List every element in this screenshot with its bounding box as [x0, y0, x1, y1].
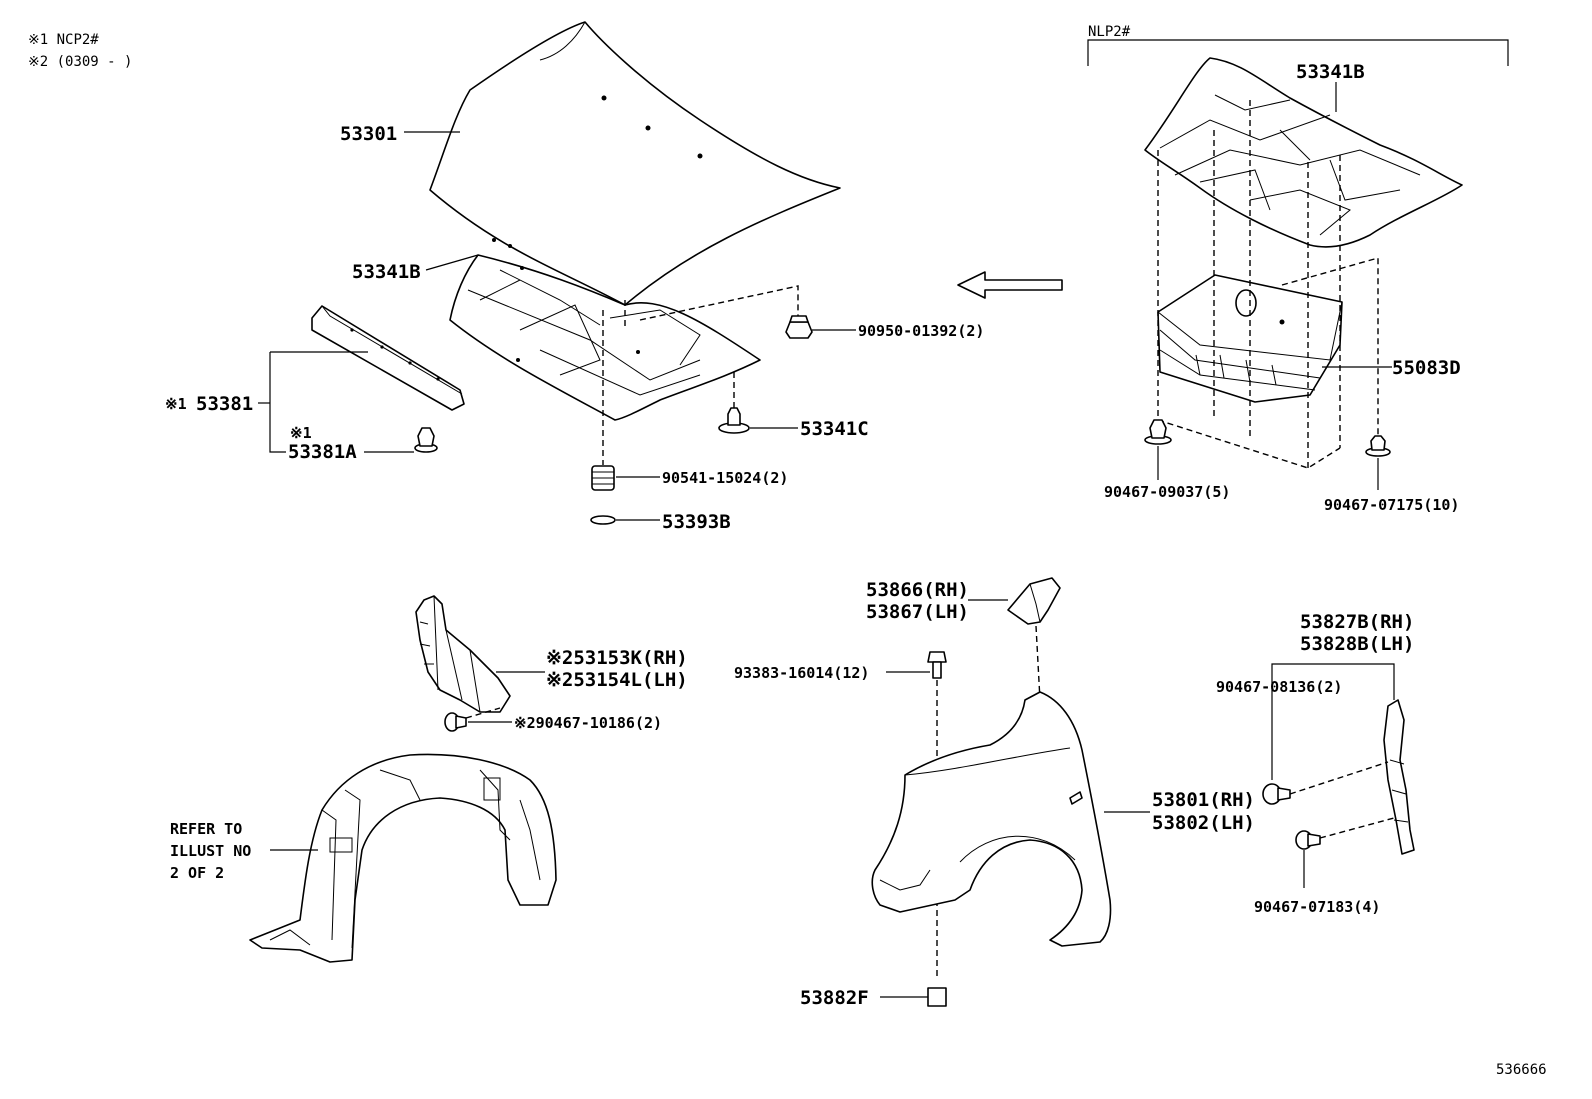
- clip-90467-09037: [1144, 419, 1172, 445]
- clip-53381a: [414, 427, 438, 453]
- label-53381-prefix: ※1: [165, 395, 187, 413]
- label-55083d: 55083D: [1392, 357, 1461, 379]
- clip-53341c: [718, 407, 750, 434]
- fender-seal-53827b: [1383, 699, 1415, 855]
- clip-90467-08136: [1262, 783, 1291, 805]
- engine-insulator-53341b: [1144, 57, 1463, 248]
- fender-protector-53866: [1007, 577, 1061, 625]
- label-90950-01392: 90950-01392(2): [858, 322, 984, 340]
- nut-53882f: [927, 987, 947, 1007]
- label-53866: 53866(RH): [866, 579, 969, 601]
- note-ncp2: ※1 NCP2#: [28, 32, 99, 48]
- fender-liner: [249, 753, 557, 963]
- label-90467-07175: 90467-07175(10): [1324, 496, 1459, 514]
- hood-inner-frame: [449, 254, 761, 421]
- hood-lock-support-53381: [311, 305, 465, 411]
- label-53381a-prefix: ※1: [290, 424, 312, 442]
- engine-under-cover-55083d: [1157, 274, 1343, 403]
- label-53802: 53802(LH): [1152, 812, 1255, 834]
- cushion-90541-15024: [591, 465, 615, 491]
- group-label-nlp2: NLP2#: [1088, 24, 1131, 40]
- diagram-id: 536666: [1496, 1062, 1547, 1078]
- clip-90467-07183: [1295, 830, 1321, 850]
- label-53827b: 53827B(RH): [1300, 611, 1414, 633]
- nut-90950-01392: [785, 315, 813, 339]
- label-90467-08136: 90467-08136(2): [1216, 678, 1342, 696]
- label-53154l: ※253154L(LH): [546, 669, 688, 691]
- clip-90467-10186: [444, 712, 467, 732]
- label-53828b: 53828B(LH): [1300, 633, 1414, 655]
- label-93383-16014: 93383-16014(12): [734, 664, 869, 682]
- refer-text-line2: ILLUST NO: [170, 842, 251, 860]
- direction-arrow-icon: [957, 271, 1063, 299]
- label-90467-07183: 90467-07183(4): [1254, 898, 1380, 916]
- label-53301: 53301: [340, 123, 397, 145]
- refer-text-line1: REFER TO: [170, 820, 242, 838]
- label-53381: 53381: [196, 393, 253, 415]
- label-90541-15024: 90541-15024(2): [662, 469, 788, 487]
- label-53153k: ※253153K(RH): [546, 647, 688, 669]
- label-90467-09037: 90467-09037(5): [1104, 483, 1230, 501]
- hood-panel: [429, 21, 841, 306]
- label-53882f: 53882F: [800, 987, 869, 1009]
- spacer-53393b: [590, 515, 616, 525]
- fender-panel-53801: [871, 691, 1112, 947]
- bolt-93383-16014: [927, 651, 947, 679]
- label-53341b-hood: 53341B: [352, 261, 421, 283]
- label-53341c: 53341C: [800, 418, 869, 440]
- label-53801: 53801(RH): [1152, 789, 1255, 811]
- label-90467-10186: ※290467-10186(2): [514, 714, 662, 732]
- label-53381a: 53381A: [288, 441, 357, 463]
- seal-53153k: [415, 595, 511, 713]
- label-53867: 53867(LH): [866, 601, 969, 623]
- clip-90467-07175: [1365, 435, 1391, 457]
- refer-text-line3: 2 OF 2: [170, 864, 224, 882]
- label-53341b-top: 53341B: [1296, 61, 1365, 83]
- label-53393b: 53393B: [662, 511, 731, 533]
- group-bracket: [1087, 39, 1509, 66]
- note-date-range: ※2 (0309 - ): [28, 54, 132, 70]
